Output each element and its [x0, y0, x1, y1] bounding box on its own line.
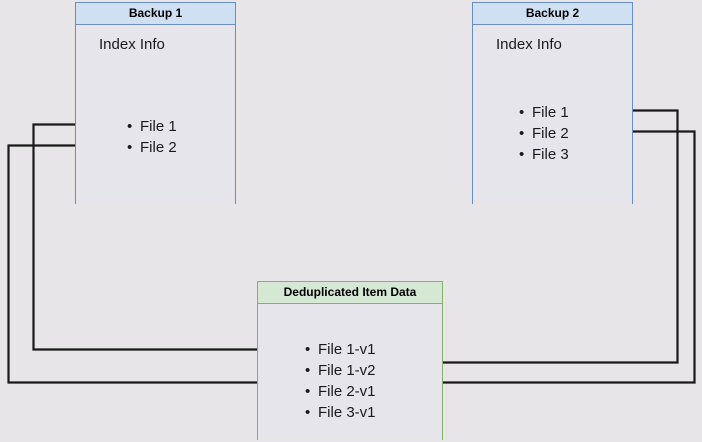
deduplicated-item-data-body: File 1-v1 File 1-v2 File 2-v1 File 3-v1	[258, 304, 442, 440]
backup-2-body: Index Info File 1 File 2 File 3	[473, 25, 632, 204]
list-item: File 1-v1	[305, 339, 376, 360]
backup-1-index-info-label: Index Info	[99, 36, 165, 53]
backup-1-box[interactable]: Backup 1 Index Info File 1 File 2	[75, 2, 236, 204]
backup-1-file-list: File 1 File 2	[127, 116, 177, 158]
list-item: File 3-v1	[305, 402, 376, 423]
backup-1-title: Backup 1	[76, 3, 235, 25]
backup-2-file-list: File 1 File 2 File 3	[519, 102, 569, 165]
list-item: File 2	[519, 123, 569, 144]
backup-2-index-info-label: Index Info	[496, 36, 562, 53]
backup-2-title: Backup 2	[473, 3, 632, 25]
deduplicated-item-data-title: Deduplicated Item Data	[258, 282, 442, 304]
list-item: File 1	[127, 116, 177, 137]
list-item: File 1	[519, 102, 569, 123]
backup-2-box[interactable]: Backup 2 Index Info File 1 File 2 File 3	[472, 2, 633, 204]
deduplicated-file-list: File 1-v1 File 1-v2 File 2-v1 File 3-v1	[305, 339, 376, 423]
backup-1-body: Index Info File 1 File 2	[76, 25, 235, 204]
list-item: File 2	[127, 137, 177, 158]
list-item: File 3	[519, 144, 569, 165]
list-item: File 1-v2	[305, 360, 376, 381]
deduplicated-item-data-box[interactable]: Deduplicated Item Data File 1-v1 File 1-…	[257, 281, 443, 440]
list-item: File 2-v1	[305, 381, 376, 402]
